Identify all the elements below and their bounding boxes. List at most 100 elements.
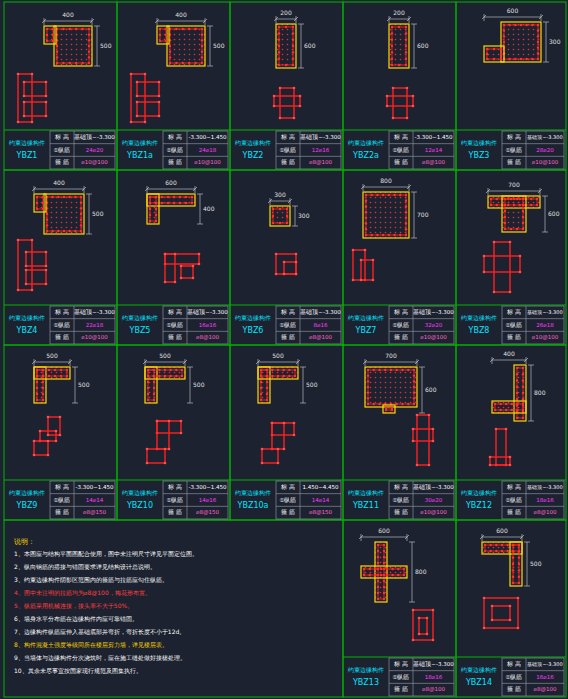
dimension-text: 500 bbox=[271, 353, 284, 360]
table-heading: 箍 筋 bbox=[50, 156, 74, 169]
member-name-box: 约束边缘构件YBZ2 bbox=[232, 133, 274, 167]
table-value: 14⌀16 bbox=[187, 494, 228, 507]
dimension-line bbox=[361, 184, 417, 238]
dimension-line bbox=[145, 186, 203, 224]
dimension-text: 300 bbox=[273, 192, 286, 199]
member-name-box: 约束边缘构件YBZ1a bbox=[119, 133, 161, 167]
table-value: ⌀8@100 bbox=[526, 683, 564, 696]
member-id: YBZ8 bbox=[469, 326, 490, 335]
stirrup-detail bbox=[262, 449, 278, 463]
table-heading: ①纵筋 bbox=[389, 319, 413, 332]
member-type: 约束边缘构件 bbox=[348, 667, 384, 674]
member-name-box: 约束边缘构件YBZ5 bbox=[119, 308, 161, 342]
table-value: -3.300~1.450 bbox=[187, 481, 228, 494]
table-heading: ①纵筋 bbox=[389, 671, 413, 684]
dimension-text: 500 bbox=[45, 353, 58, 360]
table-value: -3.300~1.450 bbox=[413, 131, 454, 144]
table-value: 14⌀14 bbox=[74, 494, 115, 507]
cell-frame bbox=[456, 345, 566, 520]
table-heading: 箍 筋 bbox=[50, 506, 74, 519]
dimension-text: 800 bbox=[414, 569, 427, 576]
table-heading: 标 高 bbox=[502, 658, 526, 671]
spec-table bbox=[456, 480, 566, 519]
spec-table bbox=[230, 130, 343, 169]
dimension-line bbox=[274, 16, 304, 68]
table-value: 基础顶~-3.300 bbox=[413, 658, 454, 671]
stirrup-detail bbox=[40, 431, 56, 441]
member-name-box: 约束边缘构件YBZ4 bbox=[6, 308, 48, 342]
table-heading: 箍 筋 bbox=[389, 683, 413, 696]
dimension-text: 600 bbox=[424, 387, 437, 394]
wall-section bbox=[268, 198, 298, 275]
table-value: ⌀10@100 bbox=[74, 156, 115, 169]
table-value: 16⌀16 bbox=[526, 671, 564, 684]
dimension-text: 600 bbox=[416, 43, 429, 50]
stirrup-detail bbox=[387, 96, 413, 106]
stirrup-detail bbox=[276, 254, 296, 274]
table-heading: ①纵筋 bbox=[502, 319, 526, 332]
member-type: 约束边缘构件 bbox=[461, 315, 497, 322]
dimension-line bbox=[486, 188, 548, 232]
table-value: 基础顶~-3.300 bbox=[74, 131, 115, 144]
table-heading: 标 高 bbox=[163, 131, 187, 144]
member-name-box: 约束边缘构件YBZ3 bbox=[458, 133, 500, 167]
dimension-line bbox=[359, 534, 415, 602]
dimension-text: 400 bbox=[202, 206, 215, 213]
member-type: 约束边缘构件 bbox=[122, 490, 158, 497]
table-value: 22⌀18 bbox=[74, 319, 115, 332]
table-value: 18⌀16 bbox=[413, 671, 454, 684]
stirrup-detail bbox=[24, 82, 46, 96]
dimension-text: 500 bbox=[99, 43, 112, 50]
spec-table bbox=[343, 657, 456, 696]
spec-table bbox=[230, 305, 343, 344]
note-line: 6、墙身水平分布筋在边缘构件内应可靠锚固。 bbox=[14, 616, 138, 623]
dimension-text: 600 bbox=[164, 180, 177, 187]
table-value: ⌀8@100 bbox=[413, 156, 454, 169]
member-name-box: 约束边缘构件YBZ13 bbox=[345, 660, 387, 694]
member-id: YBZ2a bbox=[353, 151, 379, 160]
wall-section bbox=[483, 188, 548, 293]
dimension-text: 600 bbox=[495, 528, 508, 535]
table-value: ⌀10@100 bbox=[413, 331, 454, 344]
dimension-text: 200 bbox=[392, 10, 405, 17]
dimension-text: 600 bbox=[547, 211, 560, 218]
table-value: ⌀8@100 bbox=[187, 331, 228, 344]
table-value: 基础顶~-3.300 bbox=[74, 306, 115, 319]
stirrup-detail bbox=[272, 423, 284, 449]
dimension-text: 800 bbox=[533, 390, 546, 397]
spec-table bbox=[456, 657, 566, 696]
spec-table bbox=[456, 130, 566, 169]
stirrup-detail bbox=[490, 457, 510, 465]
wall-section bbox=[17, 18, 100, 123]
table-value: 18⌀16 bbox=[526, 494, 564, 507]
table-value: -3.300~1.450 bbox=[74, 481, 115, 494]
dimension-text: 500 bbox=[158, 353, 171, 360]
stirrup-detail bbox=[34, 441, 48, 455]
table-value: ⌀8@150 bbox=[74, 506, 115, 519]
spec-table bbox=[343, 305, 456, 344]
spec-table bbox=[456, 305, 566, 344]
table-heading: 标 高 bbox=[50, 131, 74, 144]
member-type: 约束边缘构件 bbox=[348, 315, 384, 322]
member-name-box: 约束边缘构件YBZ11 bbox=[345, 483, 387, 517]
dimension-text: 600 bbox=[377, 528, 390, 535]
table-heading: 标 高 bbox=[50, 481, 74, 494]
dimension-text: 700 bbox=[416, 212, 429, 219]
spec-table bbox=[230, 480, 343, 519]
dimension-line bbox=[155, 18, 213, 66]
table-value: ⌀8@100 bbox=[413, 683, 454, 696]
spec-table bbox=[117, 305, 230, 344]
wall-section bbox=[256, 359, 306, 464]
stirrup-detail bbox=[26, 270, 46, 284]
member-id: YBZ6 bbox=[243, 326, 264, 335]
member-id: YBZ11 bbox=[353, 501, 379, 510]
table-value: ⌀10@100 bbox=[526, 156, 564, 169]
stirrup-detail bbox=[393, 88, 407, 118]
stirrup-detail bbox=[353, 250, 365, 280]
table-value: 基础顶~-3.300 bbox=[300, 306, 341, 319]
dimension-text: 200 bbox=[279, 10, 292, 17]
member-type: 约束边缘构件 bbox=[461, 140, 497, 147]
wall-section bbox=[273, 16, 304, 119]
table-value: ⌀10@100 bbox=[413, 506, 454, 519]
